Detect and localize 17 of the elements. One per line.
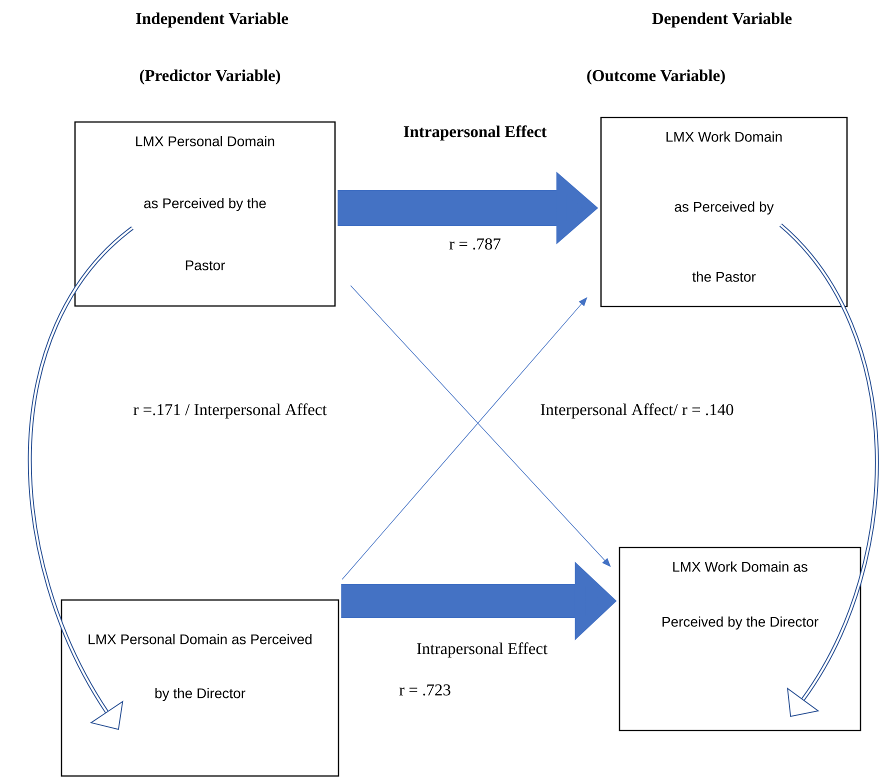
heading: (Outcome Variable) [585, 68, 727, 86]
domain-box: LMX Personal Domain as Perceived by the Director [60, 599, 340, 777]
domain-box: LMX Work Domain as Perceived by the Pastor [600, 116, 848, 308]
correlation-label: r = .723 [398, 683, 452, 697]
domain-box: LMX Personal Domain as Perceived by the Pastor [74, 121, 336, 307]
path-label: r =.171 / Interpersonal Affect [132, 402, 328, 420]
edge-label: Intrapersonal Effect [417, 642, 548, 658]
curved-arrow [779, 224, 879, 717]
heading: (Predictor Variable) [138, 68, 282, 86]
curved-arrow [28, 226, 134, 730]
correlation-label: r = .787 [448, 237, 502, 251]
heading: Dependent Variable [650, 12, 794, 28]
arrow [350, 285, 611, 567]
edge-label: Intrapersonal Effect [404, 125, 547, 141]
domain-box: LMX Work Domain as Perceived by the Director [618, 546, 862, 732]
heading: Independent Variable [134, 12, 290, 28]
path-label: Interpersonal Affect/ r = .140 [539, 402, 735, 420]
